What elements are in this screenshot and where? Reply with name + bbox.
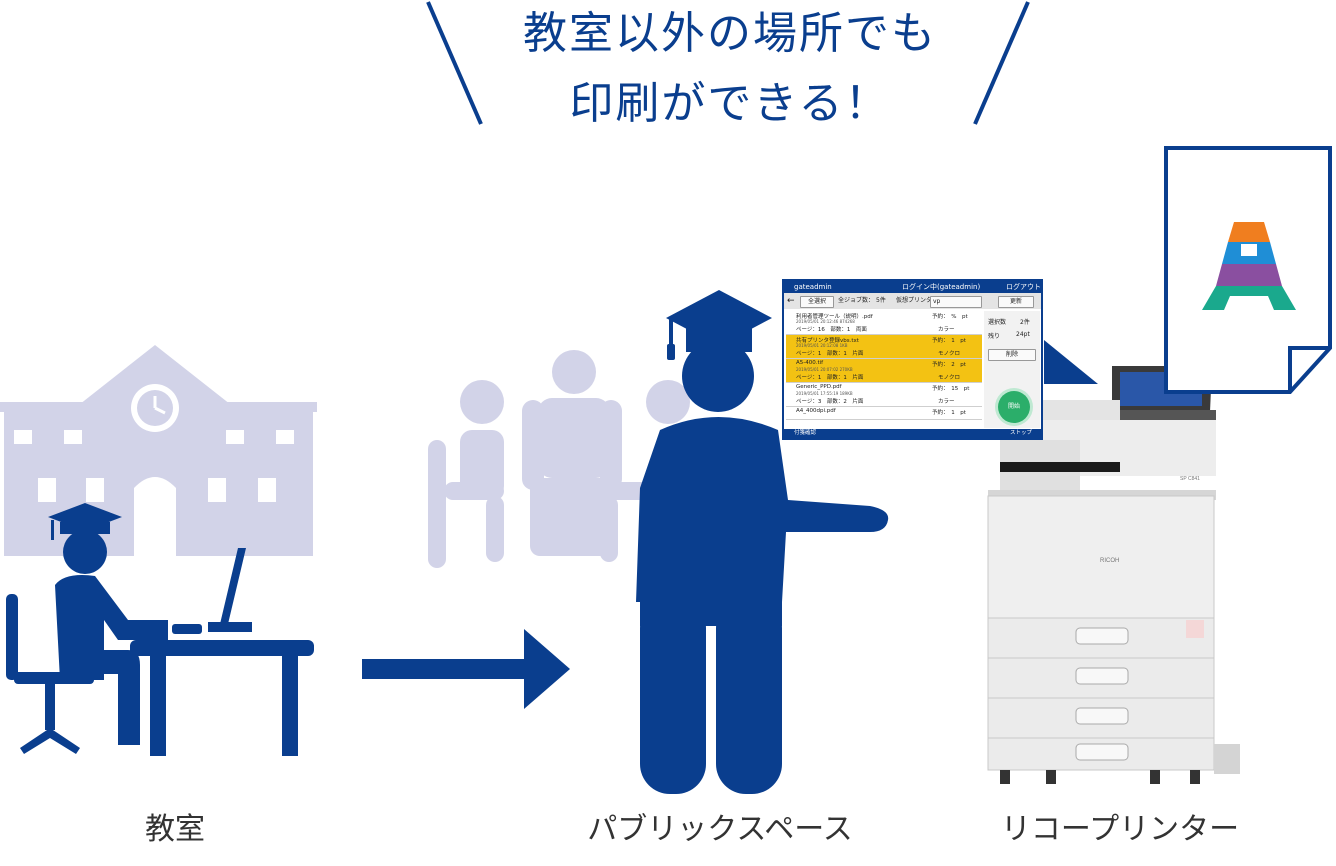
headline-line1: 教室以外の場所でも [523,8,937,59]
panel-logout-button[interactable]: ログアウト [1006,283,1041,291]
job-row[interactable]: 利用者管理ツール（説明）.pdf 2019/05/01 20:12:46 874… [786,311,982,335]
headline-right-slash [973,1,1030,125]
school-building-icon [0,345,317,556]
job-row[interactable]: A4_400dpi.pdf 予約： 1 pt [786,407,982,420]
selected-value: 2件 [1020,319,1030,326]
job-mode: カラー [938,327,955,333]
job-side: 片面 [852,399,864,405]
job-meta: ページ：3 部数：2 片面 [796,397,863,405]
job-name: A4_400dpi.pdf [796,408,836,414]
refresh-button[interactable]: 更新 [998,296,1034,308]
panel-top-bar: gateadmin ログイン中(gateadmin) ログアウト [784,281,1041,293]
printer-brand: RICOH [1100,558,1119,564]
panel-bottom-bar: 付箋確認 ストップ [784,429,1041,438]
caption-printer: リコープリンター [1000,812,1240,847]
printer-panel-screen: gateadmin ログイン中(gateadmin) ログアウト ← 全選択 全… [782,279,1043,440]
job-side: 片面 [852,375,864,381]
job-mode: カラー [938,399,955,405]
panel-toolbar: ← 全選択 全ジョブ数： 5件 仮想プリンタ vp 更新 [784,293,1041,309]
job-meta: ページ：1 部数：1 片面 [796,373,863,381]
job-mode: モノクロ [938,351,961,357]
panel-user: gateadmin [794,283,832,291]
job-reserve: 予約： % pt [932,314,968,320]
job-pages: ページ：16 [796,327,825,333]
headline-left-slash [426,1,483,125]
select-all-button[interactable]: 全選択 [800,296,834,308]
printer-illustration: RICOH SP C841 [987,366,1240,784]
job-reserve: 予約： 1 pt [932,338,966,344]
job-count: 5件 [876,297,886,304]
headline-line2: 印刷ができる！ [569,78,891,129]
job-copies: 部数：1 [830,327,851,333]
job-name: A5-400.tif [796,360,824,366]
job-reserve: 予約： 15 pt [932,386,970,392]
printer-select[interactable]: vp [930,296,982,308]
job-row[interactable]: A5-400.tif 2019/05/01 20:07:02 270KB ページ… [786,359,982,383]
panel-side-summary: 選択数 2件 残り 24pt 削除 開始 [984,311,1040,428]
printed-document-icon [1164,146,1332,394]
seated-people-icon [428,350,690,568]
job-date: 2019/05/01 20:12:08 1KB [796,343,848,348]
job-count-label: 全ジョブ数： [838,297,875,304]
remaining-label: 残り [988,333,1001,340]
a-logo-icon [1202,222,1296,310]
job-name: 共有プリンタ登録vbs.txt [796,338,859,344]
job-copies: 部数：1 [826,351,847,357]
start-button[interactable]: 開始 [998,391,1030,423]
job-mode: モノクロ [938,375,961,381]
caption-public-space: パブリックスペース [587,812,853,847]
arrow-right-icon [362,629,570,709]
job-date: 2019/05/01 17:55:19 189KB [796,391,853,396]
standing-student-icon [636,290,889,794]
job-side: 片面 [852,351,864,357]
caption-classroom: 教室 [145,812,205,847]
printer-model: SP C841 [1180,476,1200,482]
job-pages: ページ：3 [796,399,822,405]
job-side: 両面 [855,327,867,333]
job-row[interactable]: 共有プリンタ登録vbs.txt 2019/05/01 20:12:08 1KB … [786,335,982,359]
job-date: 2019/05/01 20:07:02 270KB [796,367,853,372]
job-copies: 部数：1 [826,375,847,381]
job-reserve: 予約： 1 pt [932,410,966,416]
job-date: 2019/05/01 20:12:46 874268 [796,319,855,324]
back-arrow-icon[interactable]: ← [787,296,795,306]
job-name: Generic_PPD.pdf [796,384,842,390]
job-row[interactable]: Generic_PPD.pdf 2019/05/01 17:55:19 189K… [786,383,982,407]
job-meta: ページ：1 部数：1 片面 [796,349,863,357]
job-list: 利用者管理ツール（説明）.pdf 2019/05/01 20:12:46 874… [786,311,982,428]
job-name: 利用者管理ツール（説明）.pdf [796,314,873,320]
job-reserve: 予約： 2 pt [932,362,966,368]
job-copies: 部数：2 [826,399,847,405]
job-pages: ページ：1 [796,351,822,357]
panel-callout-pointer [1044,340,1098,384]
job-meta: ページ：16 部数：1 両面 [796,325,867,333]
stop-button[interactable]: ストップ [1010,430,1033,436]
remaining-value: 24pt [1016,331,1030,338]
printer-label: 仮想プリンタ [896,297,933,304]
student-at-desk-icon [6,503,314,756]
delete-button[interactable]: 削除 [988,349,1036,361]
panel-login-status: ログイン中(gateadmin) [902,283,981,291]
selected-label: 選択数 [988,319,1007,326]
job-pages: ページ：1 [796,375,822,381]
footer-left-label[interactable]: 付箋確認 [794,430,817,436]
